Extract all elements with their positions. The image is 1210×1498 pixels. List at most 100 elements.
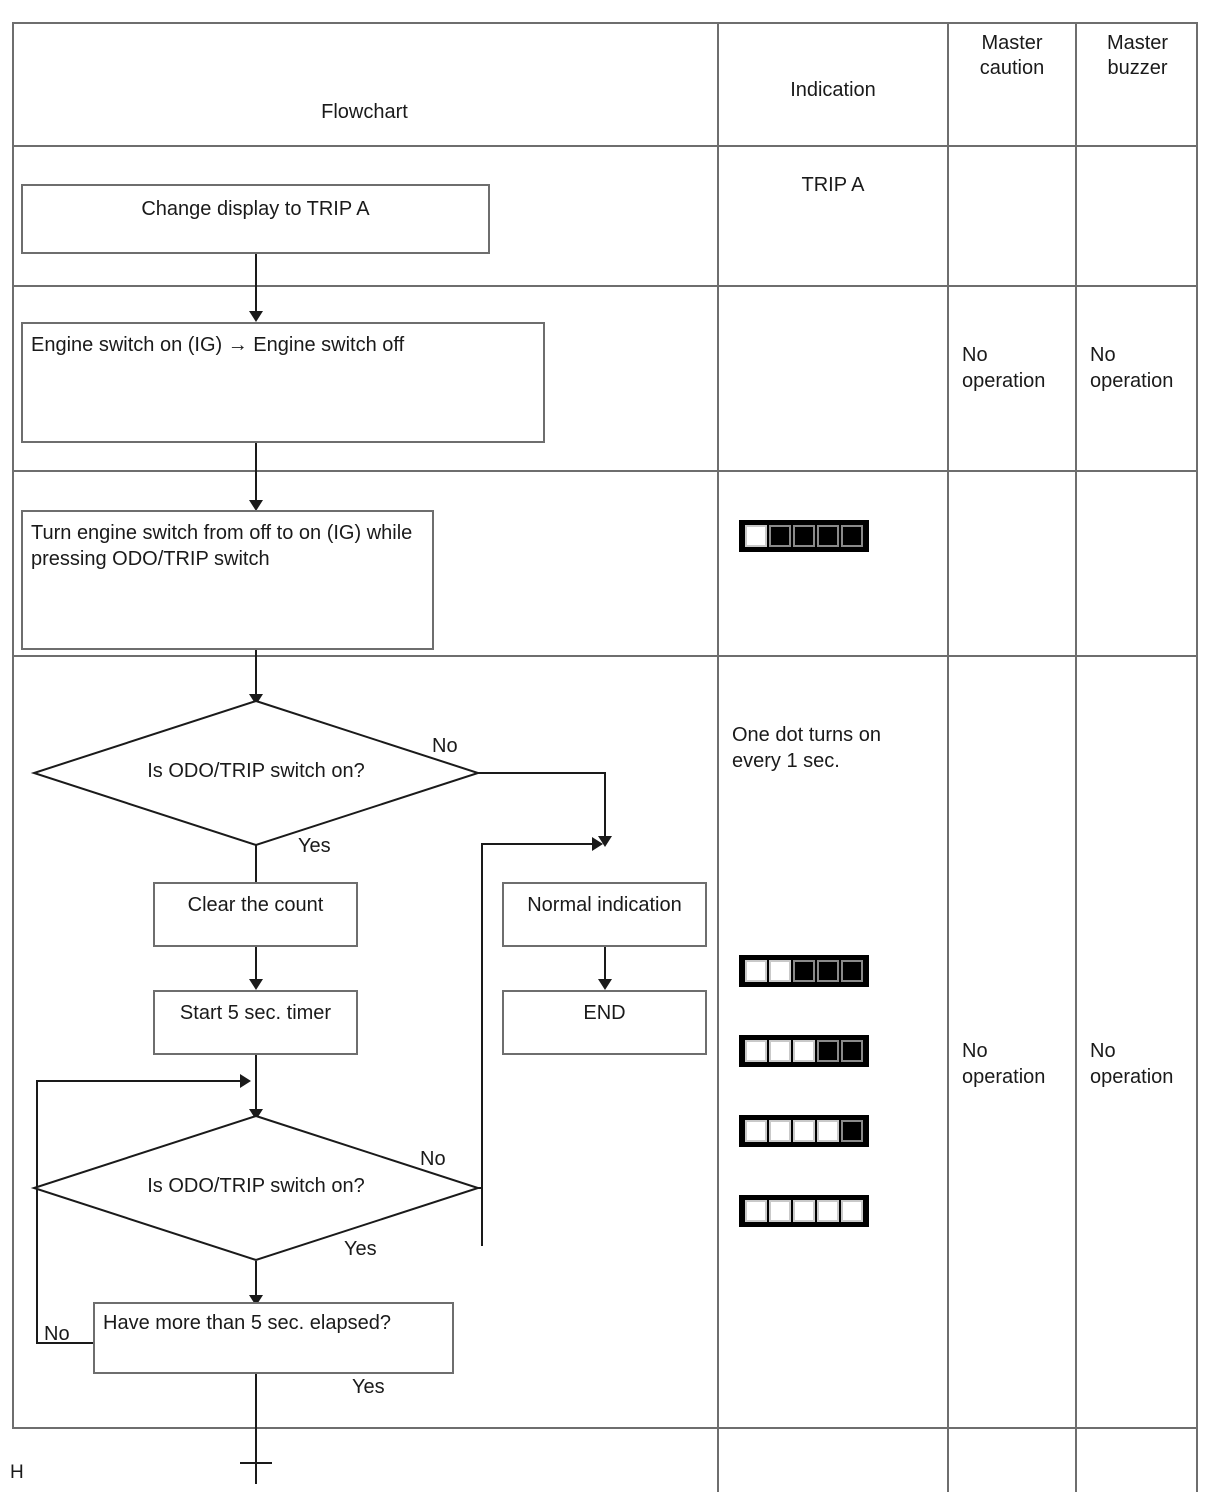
edge-label-d1-no: No [432,735,458,757]
row-divider-2 [12,470,1198,472]
arrowhead-n6-to-n7 [598,979,612,990]
connector-loopback-horizontal-top [36,1080,246,1082]
column-header-flowchart: Flowchart [321,101,408,123]
decision-label: Is ODO/TRIP switch on? [147,1175,365,1197]
arrowhead-n2-to-n3 [249,500,263,511]
cell-master-caution-row4: No operation [962,1040,1046,1088]
spec-table: Flowchart Indication Master caution Mast… [12,22,1198,1492]
page-mark: H [10,1462,24,1483]
dot-cell [841,1040,863,1062]
row-divider-4 [12,1427,1198,1429]
edge-label-n8-yes: Yes [352,1376,385,1398]
dot-cell [769,1200,791,1222]
dot-cell [841,1200,863,1222]
table-border-left [12,22,14,1427]
dot-indicator-3 [739,1035,869,1067]
cell-master-buzzer-row2: No operation [1090,344,1174,392]
decision-is-odo-trip-switch-on-2: Is ODO/TRIP switch on? [30,1114,482,1262]
col-divider-2 [947,22,949,1492]
dot-cell [817,960,839,982]
dot-cell [745,525,767,547]
arrowhead-d1-no [598,836,612,847]
node-label: Clear the count [187,894,324,916]
node-label: Start 5 sec. timer [179,1002,332,1024]
dot-cell [769,1040,791,1062]
row-divider-1 [12,285,1198,287]
decision-label: Is ODO/TRIP switch on? [147,760,365,782]
arrowhead-d2-yes-join [592,837,603,851]
connector-n2-to-n3 [255,443,257,507]
arrowhead-loopback-join [240,1074,251,1088]
edge-label-n8-no: No [44,1323,70,1345]
dot-cell [745,960,767,982]
node-normal-indication: Normal indication [502,882,707,947]
node-end: END [502,990,707,1055]
node-label: Turn engine switch from off to on (IG) w… [31,522,413,570]
column-header-master-buzzer: Master buzzer [1106,32,1169,79]
dot-indicator-4 [739,1115,869,1147]
edge-label-d2-yes: Yes [344,1238,377,1260]
node-label: Normal indication [527,894,682,916]
connector-d2-yes-horizontal [481,843,599,845]
header-row-divider [12,145,1198,147]
dot-cell [793,525,815,547]
connector-d2-yes-vertical [481,843,483,1246]
dot-cell [745,1120,767,1142]
connector-d2-no-horizontal [478,1187,483,1189]
edge-label-d1-yes: Yes [298,835,331,857]
dot-indicator-2 [739,955,869,987]
dot-cell [817,525,839,547]
connector-loopback-horizontal-bottom [36,1342,106,1344]
arrowhead-n1-to-n2 [249,311,263,322]
cell-master-caution-row2: No operation [962,344,1046,392]
connector-page-continuation-tick [240,1462,272,1464]
dot-indicator-1 [739,520,869,552]
cell-indication-row4: One dot turns on every 1 sec. [732,724,881,772]
node-label: Have more than 5 sec. elapsed? [103,1312,391,1334]
cell-master-buzzer-row4: No operation [1090,1040,1174,1088]
dot-cell [793,960,815,982]
connector-n4-to-n5 [255,947,257,987]
connector-d2-to-n8 [255,1261,257,1303]
arrowhead-n3-to-d1 [249,694,263,705]
node-change-display-to-trip-a: Change display to TRIP A [21,184,490,254]
dot-cell [841,525,863,547]
dot-cell [793,1200,815,1222]
connector-d1-no-vertical [604,772,606,844]
column-header-master-caution: Master caution [979,32,1045,79]
table-border-right [1196,22,1198,1492]
arrowhead-n4-to-n5 [249,979,263,990]
node-have-more-than-5-sec-elapsed: Have more than 5 sec. elapsed? [93,1302,454,1374]
table-border-top [12,22,1198,24]
row-divider-3 [12,655,1198,657]
arrowhead-d2-to-n8 [249,1295,263,1306]
arrowhead-n5-to-d2 [249,1109,263,1120]
dot-cell [769,525,791,547]
connector-n1-to-n2 [255,254,257,318]
dot-cell [817,1200,839,1222]
dot-cell [793,1040,815,1062]
connector-n6-to-n7 [604,947,606,987]
cell-indication-row1: TRIP A [801,174,865,196]
connector-n3-to-d1 [255,650,257,702]
dot-cell [745,1040,767,1062]
node-clear-the-count: Clear the count [153,882,358,947]
connector-d1-no-horizontal [478,772,606,774]
dot-cell [817,1120,839,1142]
col-divider-1 [717,22,719,1492]
dot-cell [745,1200,767,1222]
edge-label-d2-no: No [420,1148,446,1170]
node-start-5-sec-timer: Start 5 sec. timer [153,990,358,1055]
node-label: Engine switch on (IG) → Engine switch of… [31,334,405,356]
dot-cell [841,1120,863,1142]
col-divider-3 [1075,22,1077,1492]
node-turn-engine-switch-while-pressing: Turn engine switch from off to on (IG) w… [21,510,434,650]
node-label: END [583,1002,626,1024]
connector-loopback-vertical [36,1080,38,1344]
dot-cell [769,960,791,982]
node-label: Change display to TRIP A [141,198,370,220]
connector-d1-yes-vertical [255,844,257,892]
connector-n8-yes-down [255,1374,257,1484]
dot-cell [793,1120,815,1142]
